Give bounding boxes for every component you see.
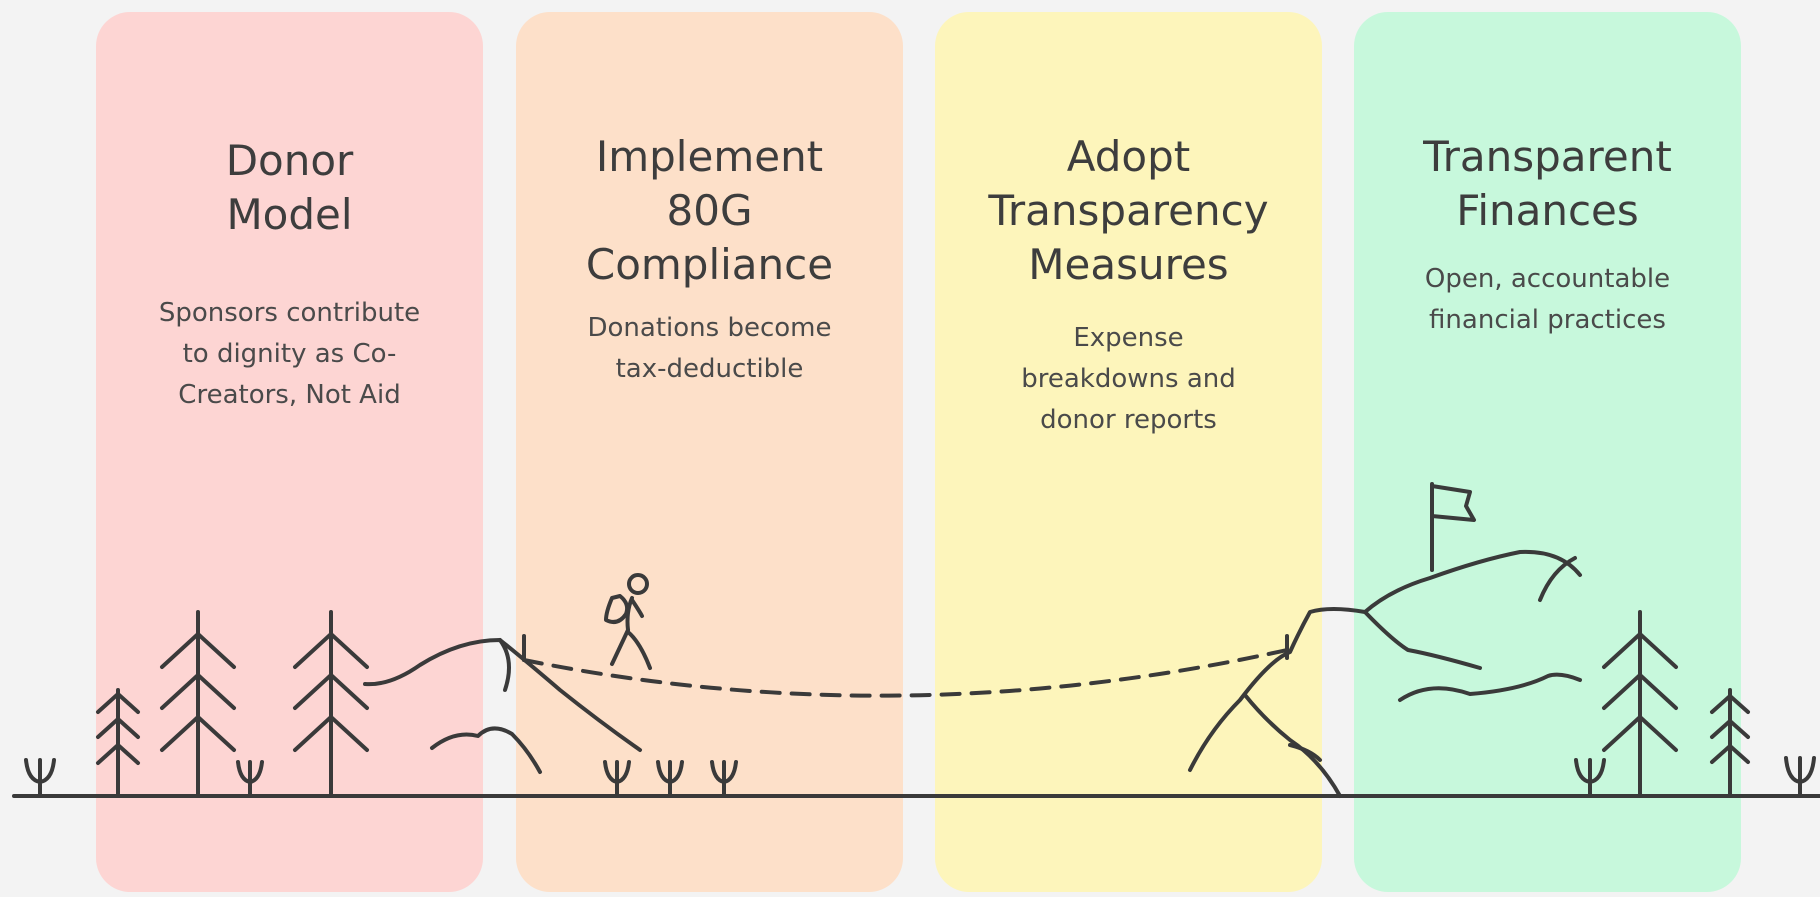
sprout-icon: [710, 760, 738, 798]
stage-title: Transparent Finances: [1423, 132, 1672, 235]
hiker-icon: [604, 573, 652, 670]
pine-tree-icon: [293, 610, 369, 798]
sprout-icon: [603, 760, 631, 798]
stage-panel-transparent-finances: Transparent Finances Open, accountable f…: [1354, 12, 1741, 892]
stage-panel-transparency-measures: Adopt Transparency Measures Expense brea…: [935, 12, 1322, 892]
mountain-icon: [363, 638, 642, 774]
sprout-icon: [1574, 758, 1606, 798]
stage-title: Donor Model: [225, 136, 354, 239]
stage-panel-donor-model: Donor Model Sponsors contribute to digni…: [96, 12, 483, 892]
stage-title: Implement 80G Compliance: [585, 132, 834, 289]
sprout-icon: [236, 760, 264, 798]
sprout-icon: [24, 758, 56, 798]
pine-tree-icon: [1710, 688, 1750, 798]
sprout-icon: [656, 760, 684, 798]
stage-description: Donations become tax-deductible: [587, 313, 832, 384]
pine-tree-icon: [160, 610, 236, 798]
summit-flag-icon: [1430, 482, 1476, 572]
stage-title: Adopt Transparency Measures: [988, 132, 1269, 289]
mountain-icon: [1188, 549, 1582, 798]
stage-description: Expense breakdowns and donor reports: [1021, 323, 1236, 435]
stage-panel-80g-compliance: Implement 80G Compliance Donations becom…: [516, 12, 903, 892]
pine-tree-icon: [1602, 610, 1678, 798]
stage-description: Open, accountable financial practices: [1424, 264, 1671, 335]
stage-description: Sponsors contribute to dignity as Co- Cr…: [158, 298, 421, 410]
sprout-icon: [1784, 756, 1816, 798]
pine-tree-icon: [96, 688, 140, 798]
